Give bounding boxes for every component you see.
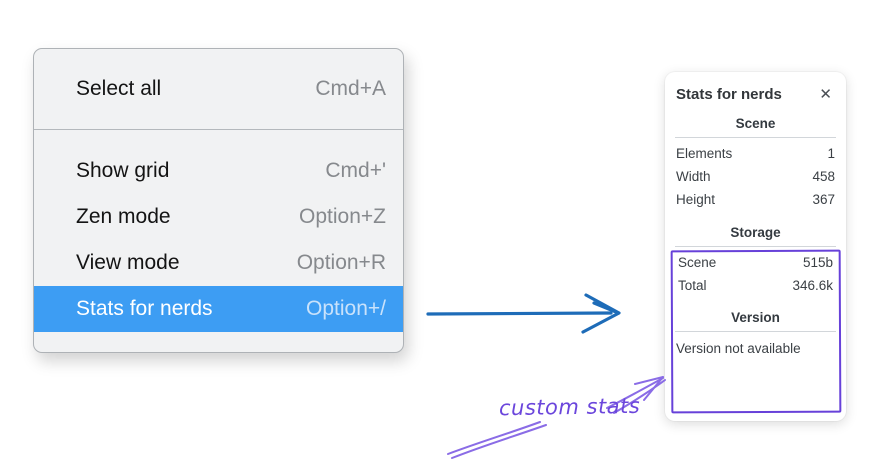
stat-label: Elements	[676, 146, 733, 161]
storage-section-header: Storage	[730, 225, 781, 240]
scene-section: Scene Elements 1 Width 458 Height 367	[665, 116, 846, 211]
stat-value: 367	[812, 192, 835, 207]
menu-item-stats-for-nerds[interactable]: Stats for nerds Option+/	[34, 286, 403, 332]
version-section-header: Version	[731, 310, 780, 325]
menu-item-shortcut: Cmd+'	[325, 159, 386, 182]
stat-label: Scene	[678, 255, 717, 270]
stats-panel-header: Stats for nerds ✕	[665, 72, 846, 103]
close-icon[interactable]: ✕	[819, 86, 832, 103]
context-menu: Select all Cmd+A Show grid Cmd+' Zen mod…	[33, 48, 404, 353]
divider	[675, 246, 836, 247]
stat-value: 346.6k	[792, 278, 833, 293]
menu-item-shortcut: Option+Z	[299, 205, 386, 228]
menu-section-bottom: Show grid Cmd+' Zen mode Option+Z View m…	[34, 129, 403, 352]
menu-item-label: Stats for nerds	[76, 297, 213, 320]
annotation-label: custom stats	[498, 393, 641, 421]
stat-row-total-size: Total 346.6k	[665, 274, 846, 297]
menu-item-zen-mode[interactable]: Zen mode Option+Z	[34, 194, 403, 240]
divider	[675, 137, 836, 138]
menu-item-label: Select all	[76, 77, 162, 100]
scene-section-header: Scene	[735, 116, 776, 131]
stats-panel-title: Stats for nerds	[676, 86, 782, 103]
menu-item-label: View mode	[76, 251, 180, 274]
stat-label: Width	[676, 169, 711, 184]
stat-row-elements: Elements 1	[665, 142, 846, 165]
version-section: Version Version not available	[665, 310, 846, 366]
divider	[675, 331, 836, 332]
stat-row-height: Height 367	[665, 188, 846, 211]
menu-item-label: Zen mode	[76, 205, 171, 228]
storage-section: Storage Scene 515b Total 346.6k	[665, 225, 846, 297]
menu-item-label: Show grid	[76, 159, 170, 182]
menu-section-top: Select all Cmd+A	[34, 49, 403, 129]
menu-item-view-mode[interactable]: View mode Option+R	[34, 240, 403, 286]
menu-item-select-all[interactable]: Select all Cmd+A	[34, 66, 403, 112]
menu-item-show-grid[interactable]: Show grid Cmd+'	[34, 148, 403, 194]
menu-item-shortcut: Cmd+A	[315, 77, 386, 100]
menu-item-shortcut: Option+R	[296, 251, 386, 274]
stat-value: 1	[827, 146, 835, 161]
stat-value: 458	[812, 169, 835, 184]
menu-item-shortcut: Option+/	[306, 297, 386, 320]
stat-label: Height	[676, 192, 716, 207]
stat-row-scene-size: Scene 515b	[665, 251, 846, 274]
stat-label: Total	[678, 278, 707, 293]
blue-arrow	[426, 293, 621, 334]
stat-value: 515b	[802, 255, 833, 270]
stats-panel: Stats for nerds ✕ Scene Elements 1 Width…	[665, 72, 846, 421]
stat-row-width: Width 458	[665, 165, 846, 188]
version-note: Version not available	[676, 341, 801, 356]
